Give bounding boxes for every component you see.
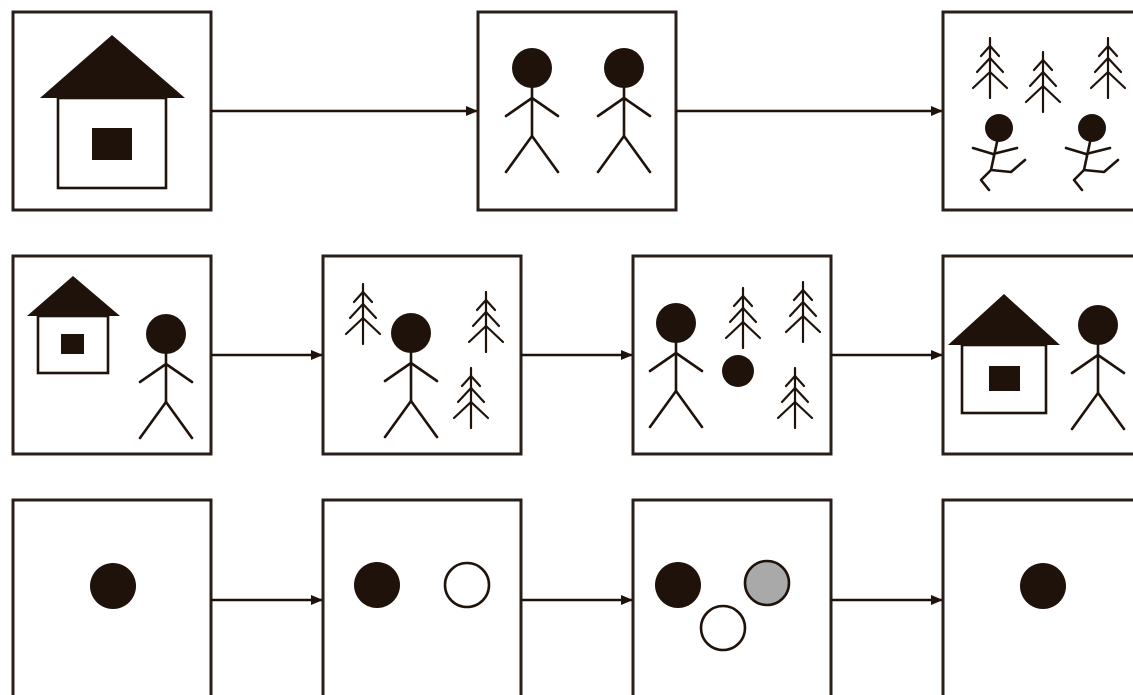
- panel-person-forest: [321, 254, 523, 456]
- black-circle-icon: [354, 562, 400, 608]
- grey-circle-icon: [743, 559, 791, 607]
- panel-forest-people: [941, 10, 1133, 212]
- panel-two-people: [476, 10, 678, 212]
- white-circle-icon: [443, 561, 491, 609]
- house-icon: [27, 276, 120, 375]
- house-icon: [40, 35, 185, 190]
- house-icon: [948, 294, 1060, 415]
- panel-two-circles: [321, 498, 523, 695]
- black-circle-icon: [655, 562, 701, 608]
- row-1: [11, 10, 1133, 212]
- white-circle-icon: [699, 604, 747, 652]
- row-2: [11, 254, 1133, 456]
- panel-person-ball-forest: [631, 254, 833, 456]
- row-3: [11, 498, 1133, 695]
- black-circle-icon: [90, 563, 136, 609]
- black-circle-icon: [1020, 563, 1066, 609]
- ball-icon: [722, 355, 754, 387]
